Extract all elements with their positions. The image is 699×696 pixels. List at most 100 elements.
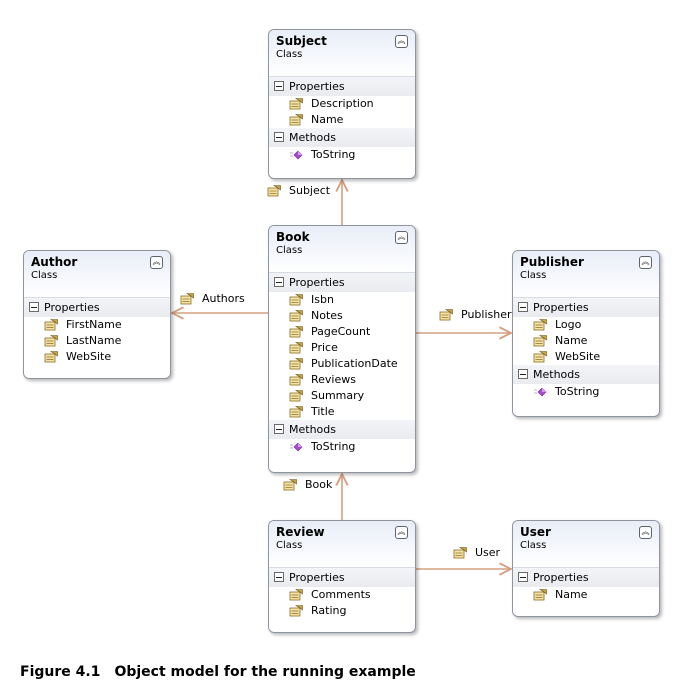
association-label-text: Authors (202, 292, 245, 305)
collapse-minus-icon[interactable] (518, 572, 528, 582)
member-row[interactable]: Reviews (269, 372, 415, 388)
collapse-chevron-icon[interactable]: ︽ (150, 256, 163, 269)
property-icon (44, 319, 58, 331)
property-icon (289, 326, 303, 338)
class-stereotype: Class (520, 270, 547, 281)
collapse-minus-icon[interactable] (29, 302, 39, 312)
association-label-publisher: Publisher (439, 308, 519, 322)
member-row[interactable]: FirstName (24, 317, 170, 333)
member-name: Isbn (311, 293, 334, 306)
member-row[interactable]: PublicationDate (269, 356, 415, 372)
member-row[interactable]: ToString (269, 147, 415, 163)
member-row[interactable]: PageCount (269, 324, 415, 340)
collapse-chevron-icon[interactable]: ︽ (395, 35, 408, 48)
member-row[interactable]: Summary (269, 388, 415, 404)
member-row[interactable]: Notes (269, 308, 415, 324)
figure-caption: Figure 4.1 Object model for the running e… (20, 664, 416, 680)
member-name: Notes (311, 309, 343, 322)
section-header-properties[interactable]: Properties (513, 568, 659, 587)
collapse-minus-icon[interactable] (274, 572, 284, 582)
association-label-text: Subject (289, 184, 331, 197)
class-stereotype: Class (276, 49, 303, 60)
member-name: Price (311, 341, 338, 354)
member-row[interactable]: Name (513, 333, 659, 349)
class-name: Publisher (520, 255, 584, 269)
class-stereotype: Class (520, 540, 547, 551)
class-name: Subject (276, 34, 327, 48)
class-name: User (520, 525, 551, 539)
member-row[interactable]: Name (513, 587, 659, 603)
section-header-properties[interactable]: Properties (513, 298, 659, 317)
member-name: Logo (555, 318, 582, 331)
section-header-properties[interactable]: Properties (269, 568, 415, 587)
collapse-chevron-icon[interactable]: ︽ (639, 526, 652, 539)
property-icon (289, 310, 303, 322)
section-title: Properties (533, 571, 589, 584)
property-icon (180, 293, 194, 305)
collapse-minus-icon[interactable] (274, 132, 284, 142)
member-row[interactable]: Isbn (269, 292, 415, 308)
member-row[interactable]: Title (269, 404, 415, 420)
collapse-minus-icon[interactable] (518, 369, 528, 379)
member-row[interactable]: ToString (269, 439, 415, 455)
section-header-properties[interactable]: Properties (269, 273, 415, 292)
property-icon (289, 98, 303, 110)
member-row[interactable]: Logo (513, 317, 659, 333)
figure-number: Figure 4.1 (20, 664, 101, 680)
section-header-methods[interactable]: Methods (513, 365, 659, 384)
section-title: Methods (289, 131, 336, 144)
member-row[interactable]: ToString (513, 384, 659, 400)
collapse-chevron-icon[interactable]: ︽ (639, 256, 652, 269)
class-header: Publisher Class ︽ (513, 251, 659, 298)
section-title: Methods (289, 423, 336, 436)
collapse-chevron-icon[interactable]: ︽ (395, 231, 408, 244)
member-name: PublicationDate (311, 357, 398, 370)
member-name: Rating (311, 604, 347, 617)
property-icon (533, 589, 547, 601)
section-header-properties[interactable]: Properties (24, 298, 170, 317)
section-header-methods[interactable]: Methods (269, 128, 415, 147)
section-header-properties[interactable]: Properties (269, 77, 415, 96)
property-icon (533, 335, 547, 347)
member-row[interactable]: Comments (269, 587, 415, 603)
section-title: Properties (289, 276, 345, 289)
member-row[interactable]: Description (269, 96, 415, 112)
member-row[interactable]: WebSite (513, 349, 659, 365)
collapse-chevron-icon[interactable]: ︽ (395, 526, 408, 539)
property-icon (289, 605, 303, 617)
collapse-minus-icon[interactable] (274, 424, 284, 434)
member-name: ToString (311, 440, 356, 453)
collapse-minus-icon[interactable] (518, 302, 528, 312)
member-row[interactable]: Rating (269, 603, 415, 619)
member-row[interactable]: Name (269, 112, 415, 128)
collapse-minus-icon[interactable] (274, 277, 284, 287)
member-name: WebSite (66, 350, 112, 363)
property-icon (289, 358, 303, 370)
member-name: Name (311, 113, 344, 126)
property-icon (439, 309, 453, 321)
member-row[interactable]: WebSite (24, 349, 170, 365)
section-header-methods[interactable]: Methods (269, 420, 415, 439)
section-title: Properties (533, 301, 589, 314)
class-name: Book (276, 230, 310, 244)
association-label-user: User (453, 546, 513, 560)
member-name: Description (311, 97, 374, 110)
member-name: Name (555, 588, 588, 601)
collapse-minus-icon[interactable] (274, 81, 284, 91)
member-row[interactable]: Price (269, 340, 415, 356)
section-title: Properties (44, 301, 100, 314)
association-label-book: Book (283, 478, 343, 492)
figure-caption-text: Object model for the running example (114, 664, 416, 680)
property-icon (453, 547, 467, 559)
member-row[interactable]: LastName (24, 333, 170, 349)
